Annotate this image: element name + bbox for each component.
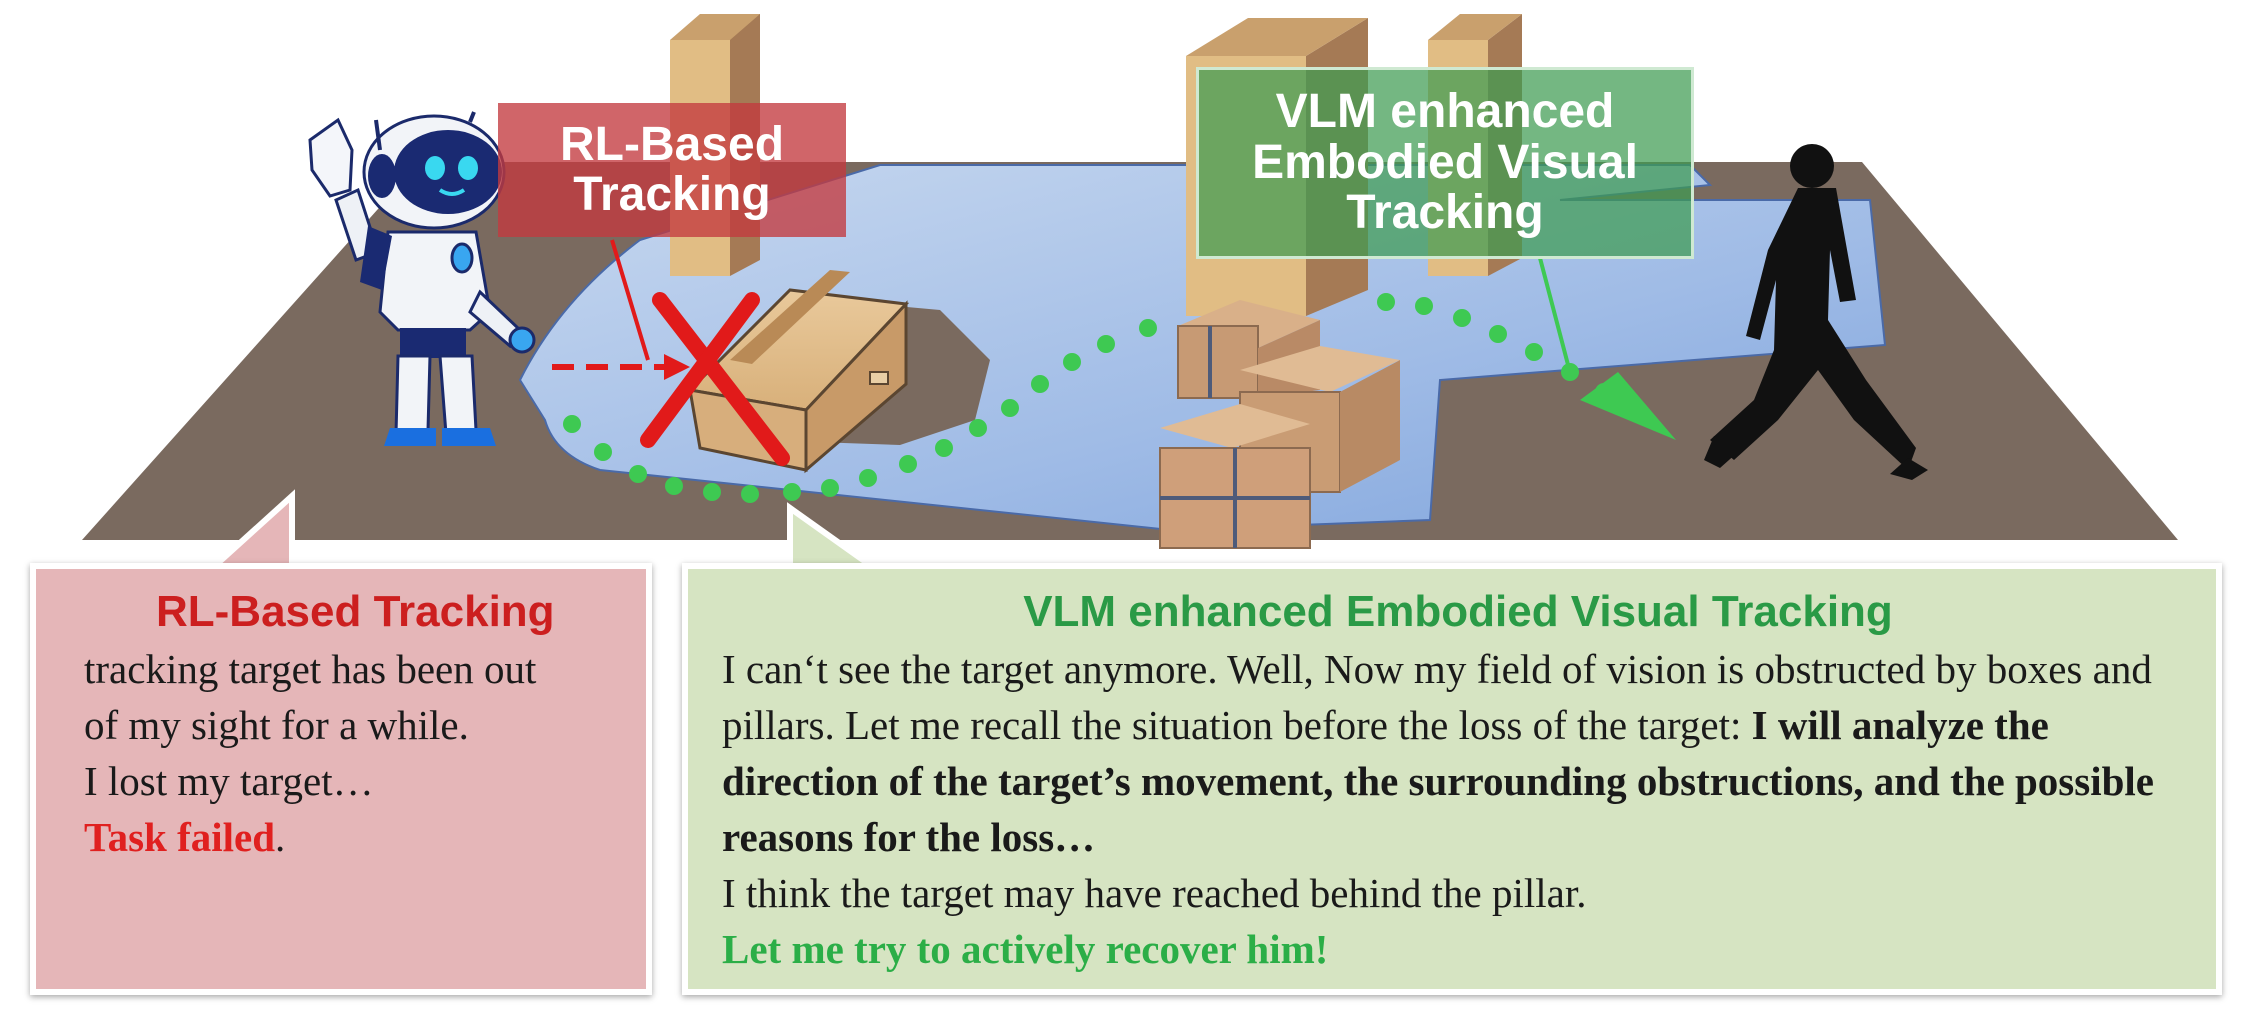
vlm-arrowhead — [1580, 372, 1676, 440]
task-failed-suffix: . — [275, 814, 286, 860]
rl-banner-bg — [498, 103, 846, 237]
vlm-banner-bg — [1196, 67, 1694, 259]
vlm-analysis-text: I will analyze the direction of the targ… — [722, 702, 2154, 860]
vlm-recover-text: Let me try to actively recover him! — [722, 926, 1329, 972]
rl-panel-line: of my sight for a while. — [84, 702, 469, 748]
vlm-banner-pointer — [1538, 257, 1574, 381]
vlm-banner-line-2: Embodied Visual — [1252, 135, 1638, 189]
vlm-dotted-path — [563, 293, 1613, 503]
rl-banner-line-2: Tracking — [573, 168, 771, 221]
vlm-panel-paragraph: I can‘t see the target anymore. Well, No… — [722, 641, 2194, 865]
box-stack-icon — [1159, 300, 1400, 549]
vlm-banner-line-1: VLM enhanced — [1275, 85, 1615, 139]
rl-tracking-banner: RL-Based Tracking — [498, 103, 846, 237]
rl-panel-line: I lost my target… — [84, 758, 374, 804]
rl-banner-line-1: RL-Based — [559, 117, 785, 171]
walking-person-icon — [1704, 144, 1928, 480]
task-failed-text: Task failed — [84, 814, 276, 860]
rl-banner-pointer — [610, 239, 650, 361]
rl-panel-line: tracking target has been out — [84, 646, 537, 692]
vlm-panel-title: VLM enhanced Embodied Visual Tracking — [1023, 587, 1893, 636]
robot-icon — [308, 111, 536, 446]
red-x-icon — [640, 292, 790, 466]
rl-panel-title: RL-Based Tracking — [156, 587, 555, 636]
rl-dashed-arrowhead — [664, 354, 690, 380]
box-icon — [686, 270, 910, 474]
rl-speech-panel: RL-Based Tracking tracking target has be… — [30, 563, 652, 995]
rl-panel-result: Task failed. — [84, 809, 626, 865]
vlm-intro-text: I can‘t see the target anymore. Well, No… — [722, 646, 2152, 748]
vlm-tracking-banner: VLM enhanced Embodied Visual Tracking — [1196, 67, 1694, 259]
vlm-followup-text: I think the target may have reached behi… — [722, 870, 1587, 916]
vlm-speech-panel: VLM enhanced Embodied Visual Tracking I … — [682, 563, 2222, 995]
vlm-banner-line-3: Tracking — [1346, 186, 1544, 240]
